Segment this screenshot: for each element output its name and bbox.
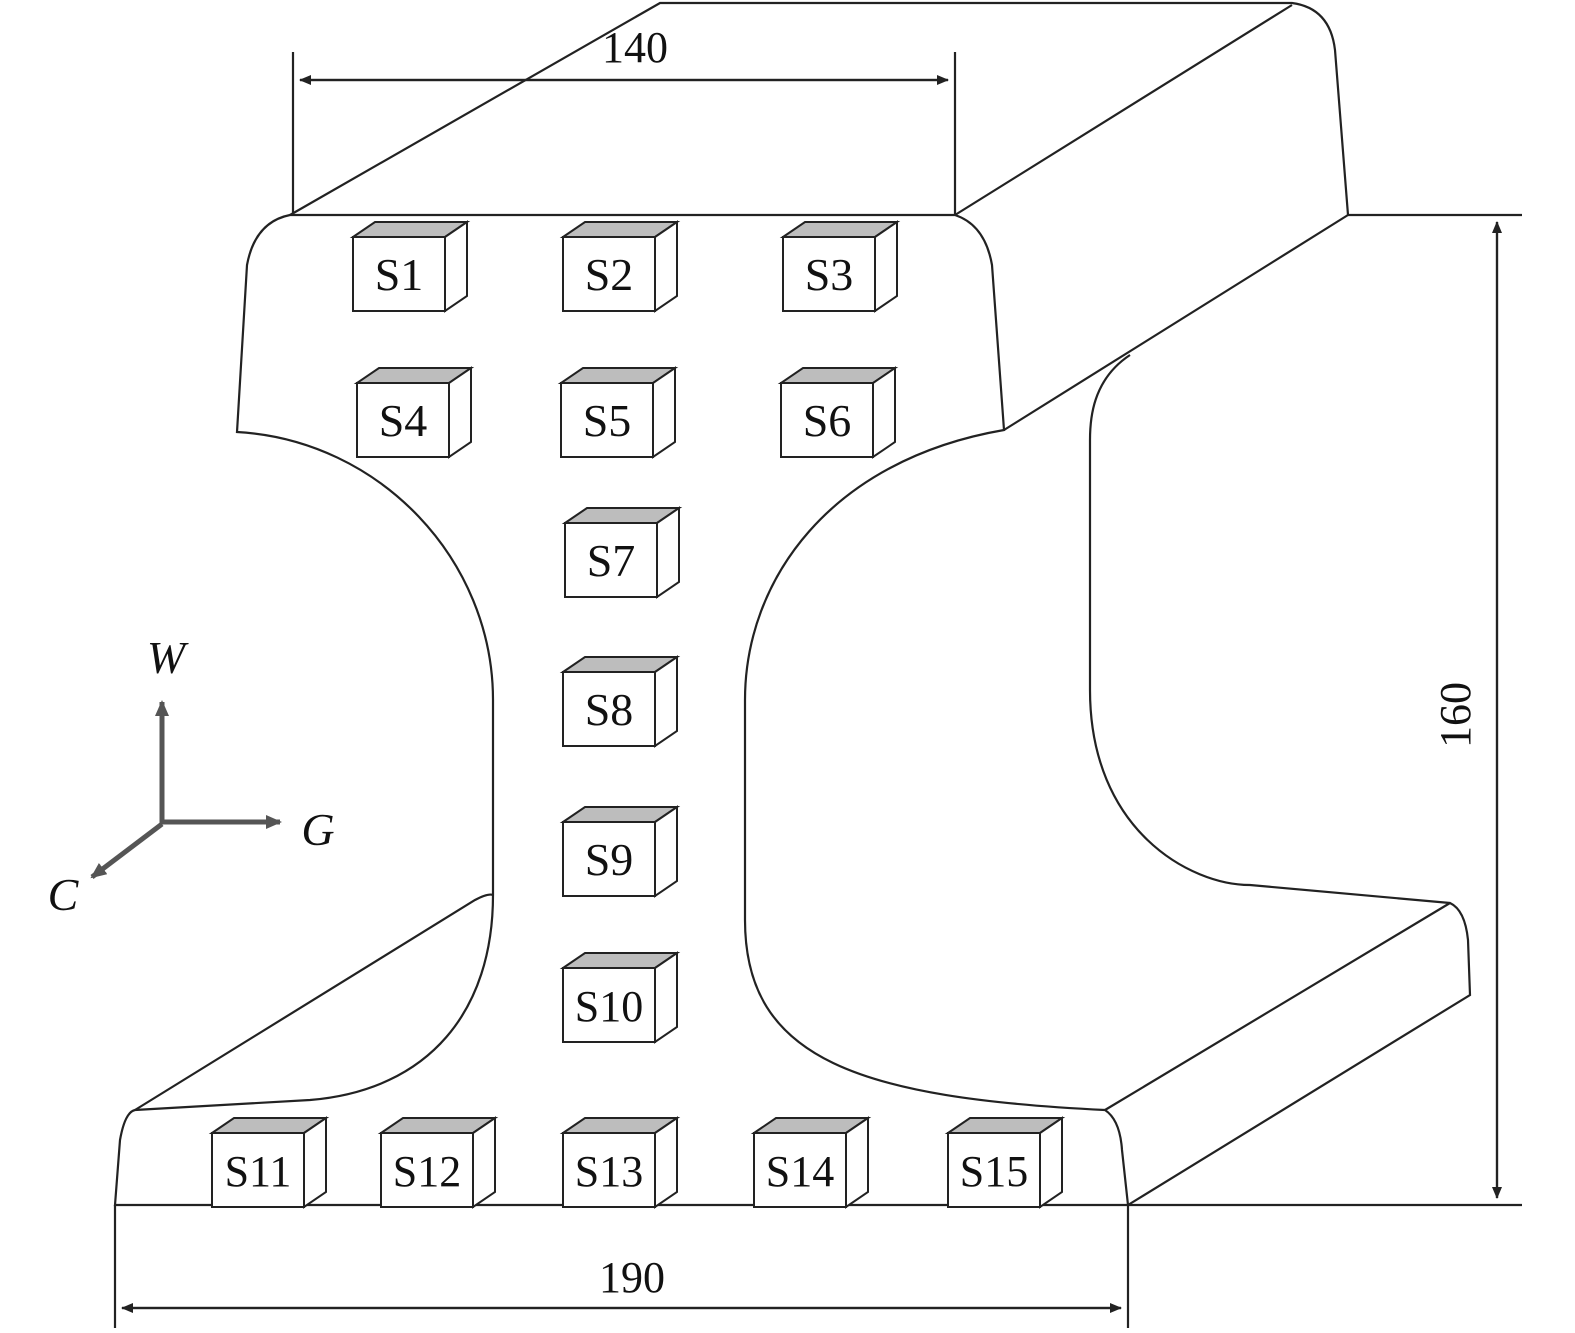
sensor-s7: S7 (561, 506, 683, 599)
sensor-label: S2 (585, 249, 634, 300)
sensor-side-face (1039, 1116, 1063, 1209)
sensor-front-face (564, 522, 658, 598)
sensor-label: S14 (766, 1147, 834, 1196)
sensor-s9: S9 (559, 805, 681, 898)
sensor-front-face (562, 967, 656, 1043)
sensor-label: S9 (585, 834, 634, 885)
sensor-label: S6 (803, 395, 852, 446)
sensor-front-face (562, 1132, 656, 1208)
sensor-s12: S12 (377, 1116, 499, 1209)
height-label: 160 (1431, 682, 1480, 748)
sensor-side-face (872, 366, 896, 459)
sensor-front-face (780, 382, 874, 458)
sensor-side-face (654, 1116, 678, 1209)
sensor-s13: S13 (559, 1116, 681, 1209)
sensor-side-face (654, 805, 678, 898)
rail-back-edges (134, 1, 1472, 1206)
base-width-label: 190 (599, 1253, 665, 1302)
coordinate-axes: W G C (48, 632, 335, 920)
sensor-label: S4 (379, 395, 428, 446)
rail-cross-section (113, 213, 1130, 1207)
sensor-front-face (753, 1132, 847, 1208)
sensor-s8: S8 (559, 655, 681, 748)
sensor-s4: S4 (353, 366, 475, 459)
sensor-front-face (562, 671, 656, 747)
sensor-side-face (652, 366, 676, 459)
sensor-side-face (472, 1116, 496, 1209)
sensor-front-face (380, 1132, 474, 1208)
sensor-front-face (782, 236, 876, 312)
dimension-height: 160 (1128, 213, 1522, 1207)
sensor-label: S11 (225, 1147, 292, 1196)
sensor-s6: S6 (777, 366, 899, 459)
axis-w-label: W (147, 632, 189, 683)
dimension-head-width: 140 (291, 23, 957, 215)
sensor-front-face (352, 236, 446, 312)
sensor-side-face (654, 951, 678, 1044)
sensor-side-face (654, 655, 678, 748)
sensor-label: S7 (587, 535, 636, 586)
sensor-side-face (448, 366, 472, 459)
axis-c-label: C (48, 869, 80, 920)
sensor-side-face (444, 220, 468, 313)
sensor-label: S5 (583, 395, 632, 446)
sensor-front-face (356, 382, 450, 458)
sensor-s2: S2 (559, 220, 681, 313)
sensor-side-face (874, 220, 898, 313)
dimension-base-width: 190 (113, 1205, 1130, 1328)
sensor-side-face (656, 506, 680, 599)
sensor-side-face (845, 1116, 869, 1209)
axis-g-label: G (301, 804, 334, 855)
sensor-s5: S5 (557, 366, 679, 459)
sensor-label: S10 (575, 982, 643, 1031)
sensor-front-face (560, 382, 654, 458)
head-width-label: 140 (602, 23, 668, 72)
sensor-label: S12 (393, 1147, 461, 1196)
sensor-label: S8 (585, 684, 634, 735)
sensor-label: S3 (805, 249, 854, 300)
sensor-s3: S3 (779, 220, 901, 313)
sensor-s10: S10 (559, 951, 681, 1044)
sensor-s14: S14 (750, 1116, 872, 1209)
sensor-label: S1 (375, 249, 424, 300)
sensor-front-face (562, 236, 656, 312)
sensor-s1: S1 (349, 220, 471, 313)
sensor-front-face (947, 1132, 1041, 1208)
sensor-front-face (562, 821, 656, 897)
sensor-s15: S15 (944, 1116, 1066, 1209)
sensor-side-face (654, 220, 678, 313)
sensor-label: S15 (960, 1147, 1028, 1196)
sensor-side-face (303, 1116, 327, 1209)
sensor-s11: S11 (208, 1116, 330, 1209)
sensor-label: S13 (575, 1147, 643, 1196)
sensor-front-face (211, 1132, 305, 1208)
